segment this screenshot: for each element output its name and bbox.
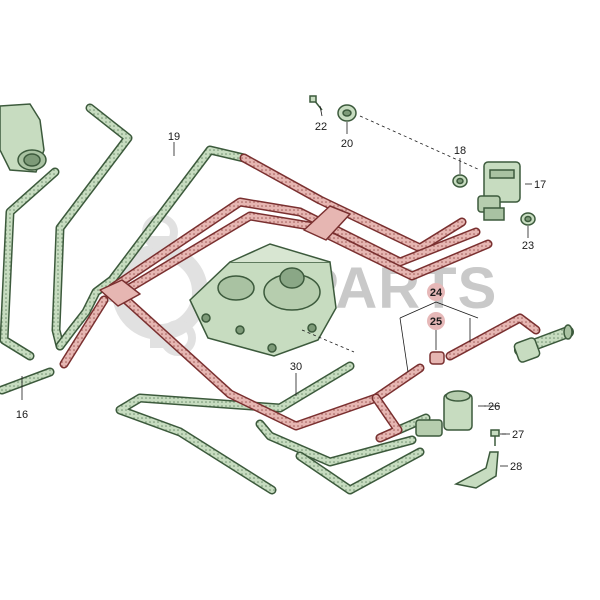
callout-16: 16 xyxy=(16,409,28,421)
leader-lines xyxy=(21,105,532,467)
hose-clamp-upper xyxy=(303,205,351,241)
grommet-18 xyxy=(452,174,468,188)
callout-23: 23 xyxy=(522,240,534,252)
solenoid-valve-17 xyxy=(477,161,521,221)
hose-30 xyxy=(115,361,425,495)
hose-19 xyxy=(55,145,249,351)
callout-25: 25 xyxy=(430,316,442,328)
callout-18: 18 xyxy=(454,145,466,157)
bracket-28 xyxy=(453,451,499,489)
solenoid-valve-26 xyxy=(415,390,473,437)
nut-20 xyxy=(337,104,357,122)
red-hoses xyxy=(59,153,541,443)
green-hoses xyxy=(0,103,574,495)
callout-numbers: 16 17 18 19 20 22 23 24 25 26 27 28 30 xyxy=(16,121,546,473)
callout-20: 20 xyxy=(341,138,353,150)
callout-22: 22 xyxy=(315,121,327,133)
pipe-fitting xyxy=(513,324,573,363)
connector-25 xyxy=(429,351,445,365)
callout-24-highlight xyxy=(427,283,445,301)
callout-26: 26 xyxy=(488,401,500,413)
callout-25-highlight xyxy=(427,312,445,330)
hose-lower-red xyxy=(59,293,541,443)
callout-dashes xyxy=(484,405,506,435)
hose-16 xyxy=(0,103,133,395)
hose-clamp-left xyxy=(99,279,141,307)
callout-17: 17 xyxy=(534,179,546,191)
engine-housing xyxy=(189,243,337,357)
intake-pipe xyxy=(0,103,47,173)
callout-28: 28 xyxy=(510,461,522,473)
callout-19: 19 xyxy=(168,131,180,143)
callout-24: 24 xyxy=(430,287,443,299)
callout-30: 30 xyxy=(290,361,302,373)
nut-23 xyxy=(520,212,536,226)
screw-27 xyxy=(490,429,500,446)
callout-27: 27 xyxy=(512,429,524,441)
